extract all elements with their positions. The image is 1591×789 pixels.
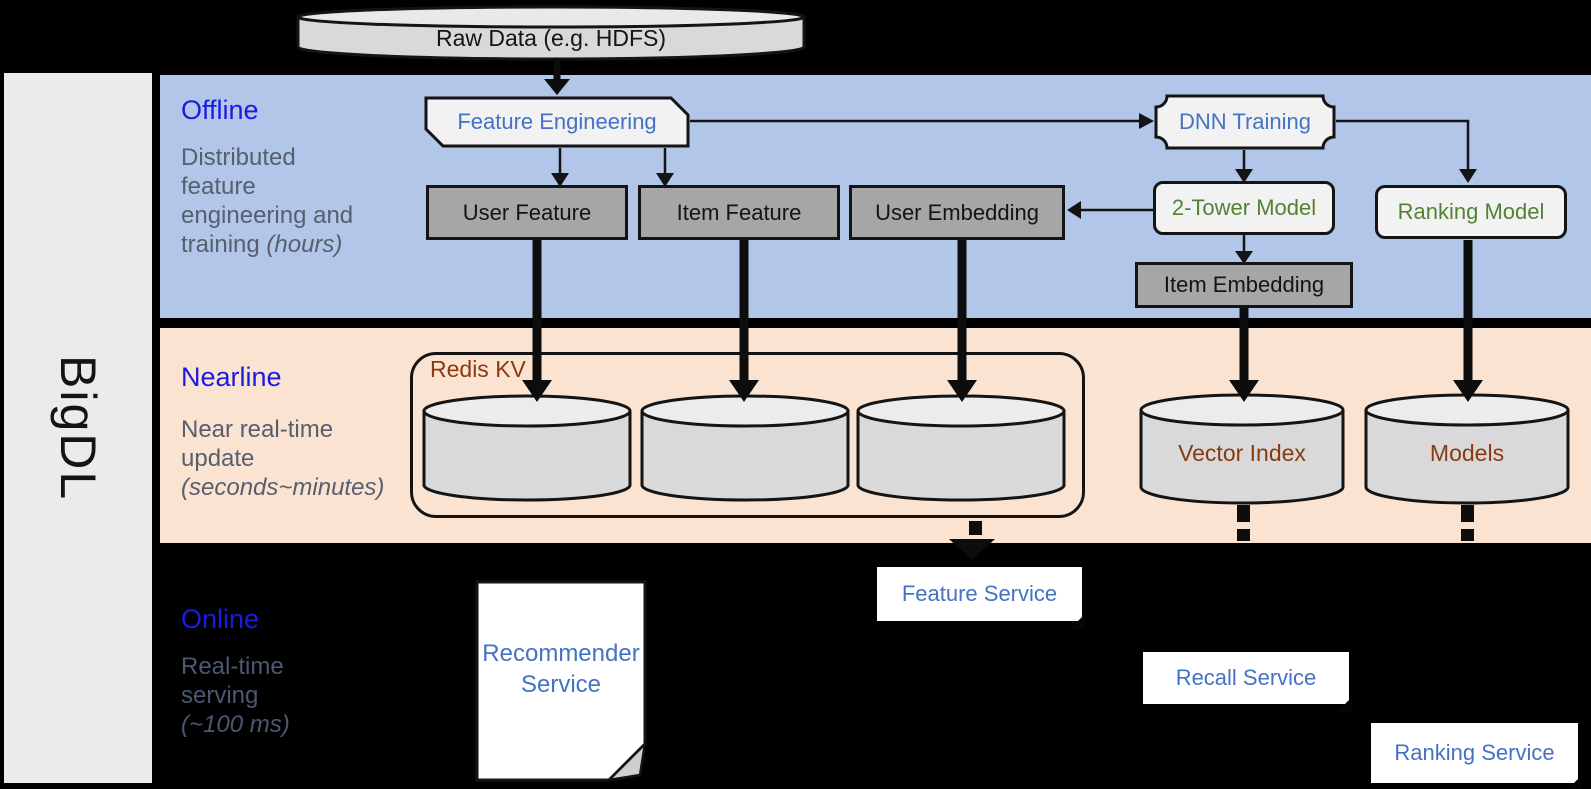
dnn-training-label: DNN Training <box>1178 109 1312 134</box>
models-cylinder <box>1364 393 1570 505</box>
two-tower-model-node: 2-Tower Model <box>1153 181 1335 235</box>
nearline-section-title: Nearline <box>181 362 282 392</box>
item-feature-node: Item Feature <box>638 185 840 240</box>
feature-service-node: Feature Service <box>877 567 1085 629</box>
vector-index-label: Vector Index <box>1178 440 1306 466</box>
item-embedding-node: Item Embedding <box>1135 262 1353 308</box>
vector-index-cylinder <box>1139 393 1345 505</box>
offline-section-title: Offline <box>181 95 259 125</box>
page-curl-icon <box>1070 614 1085 629</box>
dnn-training-shape <box>1154 94 1336 150</box>
recall-service-node: Recall Service <box>1143 652 1352 712</box>
feature-engineering-shape <box>424 96 690 148</box>
page-curl-icon <box>1337 697 1352 712</box>
recommender-service-document <box>475 580 647 782</box>
raw-data-label: Raw Data (e.g. HDFS) <box>435 24 667 51</box>
page-fold-icon <box>605 740 647 782</box>
feature-engineering-label: Feature Engineering <box>457 109 657 134</box>
user-embedding-node: User Embedding <box>849 185 1065 240</box>
bigdl-logo-text: BigDL <box>50 354 106 502</box>
ranking-service-node: Ranking Service <box>1371 723 1581 789</box>
offline-section-desc: Distributed feature engineering and trai… <box>181 144 354 258</box>
raw-data-cylinder <box>296 5 806 61</box>
kv-store-cylinder-2 <box>640 394 850 502</box>
recommender-service-label: Recommender Service <box>482 640 640 698</box>
ranking-model-node: Ranking Model <box>1375 185 1567 239</box>
online-section-title: Online <box>181 604 260 634</box>
nearline-section-desc: Near real-time update (seconds~minutes) <box>181 416 385 501</box>
kv-store-cylinder-1 <box>422 394 632 502</box>
redis-kv-label: Redis KV <box>430 356 526 382</box>
page-curl-icon <box>1566 776 1581 789</box>
bigdl-sidebar: BigDL <box>4 73 152 783</box>
user-feature-node: User Feature <box>426 185 628 240</box>
models-label: Models <box>1429 440 1505 466</box>
online-section-desc: Real-time serving (~100 ms) <box>181 653 290 738</box>
